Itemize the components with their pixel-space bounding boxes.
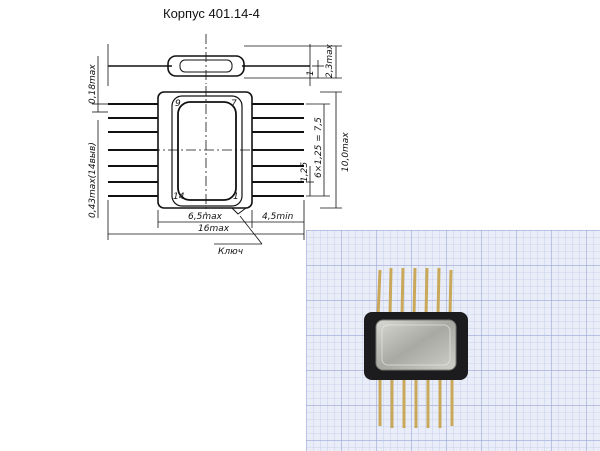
dim-lead-thickness: 0,18max [88, 64, 98, 104]
dim-pitch-total: 6×1,25 = 7,5 [314, 117, 324, 178]
pin-label-9: 9 [175, 99, 181, 109]
dim-body-length: 10,0max [341, 132, 351, 172]
side-view [107, 34, 342, 86]
dim-lead-width: 0,43max(14выв) [88, 142, 98, 218]
top-view [108, 86, 304, 215]
bottom-leads [378, 376, 454, 428]
dim-pitch: 1,25 [300, 162, 310, 182]
dim-total-width: 16max [198, 224, 230, 234]
dim-one: 1 [306, 70, 316, 76]
dim-lead-length: 4,5min [262, 212, 294, 222]
dimension-lines [92, 56, 342, 245]
pin-label-1: 1 [233, 192, 239, 202]
dim-body-width: 6,5max [188, 212, 223, 222]
key-label: Ключ [218, 247, 243, 257]
pin-label-14: 14 [173, 192, 185, 202]
dim-height: 2,3max [325, 43, 335, 78]
package-lid [375, 319, 457, 371]
component-photo [306, 230, 600, 451]
top-leads [376, 267, 453, 317]
page-title: Корпус 401.14-4 [163, 6, 260, 21]
pin-label-7: 7 [231, 99, 237, 109]
